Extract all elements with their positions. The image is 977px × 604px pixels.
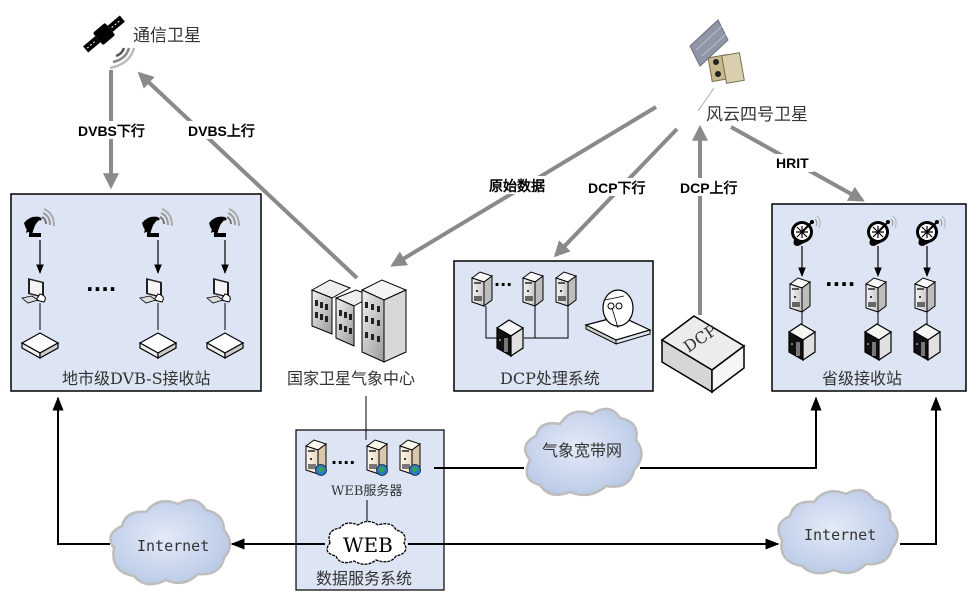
broadband-to-province-arrow: [640, 396, 822, 469]
internet-left-cloud-icon: [109, 498, 232, 586]
city-ellipsis: ····: [86, 277, 116, 301]
province-station-units: ····: [788, 215, 947, 361]
web-server-icon: [305, 439, 327, 476]
server-icon: [522, 271, 544, 307]
data-service-label: 数据服务系统: [316, 569, 412, 588]
nsmc-building-icon: [310, 279, 408, 363]
dcp-downlink-label: DCP下行: [588, 180, 646, 196]
web-server-icon: [366, 439, 388, 476]
web-ellipsis: ····: [331, 453, 355, 472]
web-servers: ····: [305, 439, 421, 476]
web-cloud-icon: [326, 520, 407, 565]
city-unit-2: [139, 208, 177, 359]
nsmc-label: 国家卫星气象中心: [287, 369, 415, 388]
city-unit-3: [206, 208, 244, 359]
web-label: WEB: [343, 533, 393, 557]
dcp-uplink-label: DCP上行: [680, 180, 738, 196]
internet-left-label: Internet: [137, 537, 209, 555]
storage-rack-icon: [913, 323, 941, 361]
web-server-icon: [399, 439, 421, 476]
dvbs-uplink-label: DVBS上行: [188, 123, 255, 139]
dcp-ellipsis: ···: [494, 275, 512, 294]
dcp-dish-icon: [584, 289, 652, 345]
dcp-platform-icon: [660, 315, 746, 394]
storage-rack-icon: [864, 323, 892, 361]
dcp-system-units: ···: [471, 271, 652, 357]
city-unit-1: [21, 208, 59, 359]
internet-right-label: Internet: [804, 526, 876, 544]
fy4-satellite-label: 风云四号卫星: [706, 105, 808, 125]
dvbs-uplink-arrow: [137, 71, 359, 280]
raw-data-label: 原始数据: [489, 178, 545, 194]
province-station-label: 省级接收站: [822, 369, 902, 388]
web-servers-label: WEB服务器: [331, 483, 402, 499]
cma-broadband-label: 气象宽带网: [542, 441, 622, 460]
server-icon: [865, 277, 887, 313]
province-unit-3: [913, 215, 947, 361]
internet-left-to-city-arrow: [52, 396, 110, 545]
server-icon: [914, 277, 936, 313]
city-station-label: 地市级DVB-S接收站: [62, 369, 211, 388]
province-unit-2: [864, 215, 898, 361]
comm-satellite-icon: [83, 15, 136, 70]
dvbs-downlink-label: DVBS下行: [78, 123, 145, 139]
storage-rack-icon: [788, 323, 816, 361]
server-icon: [789, 277, 811, 313]
province-unit-1: [788, 215, 822, 361]
internet-right-cloud-icon: [777, 488, 899, 575]
city-station-units: ····: [21, 208, 244, 359]
hrit-label: HRIT: [776, 155, 809, 171]
dcp-system-label: DCP处理系统: [500, 369, 600, 388]
cma-broadband-cloud-icon: [523, 407, 643, 497]
fy4-satellite-icon: [689, 19, 745, 112]
province-ellipsis: ····: [825, 272, 855, 296]
internet-right-to-province-arrow: [900, 396, 942, 545]
server-icon: [555, 271, 577, 307]
processing-rack-icon: [496, 319, 524, 357]
server-icon: [471, 271, 493, 307]
comm-satellite-label: 通信卫星: [133, 26, 201, 46]
